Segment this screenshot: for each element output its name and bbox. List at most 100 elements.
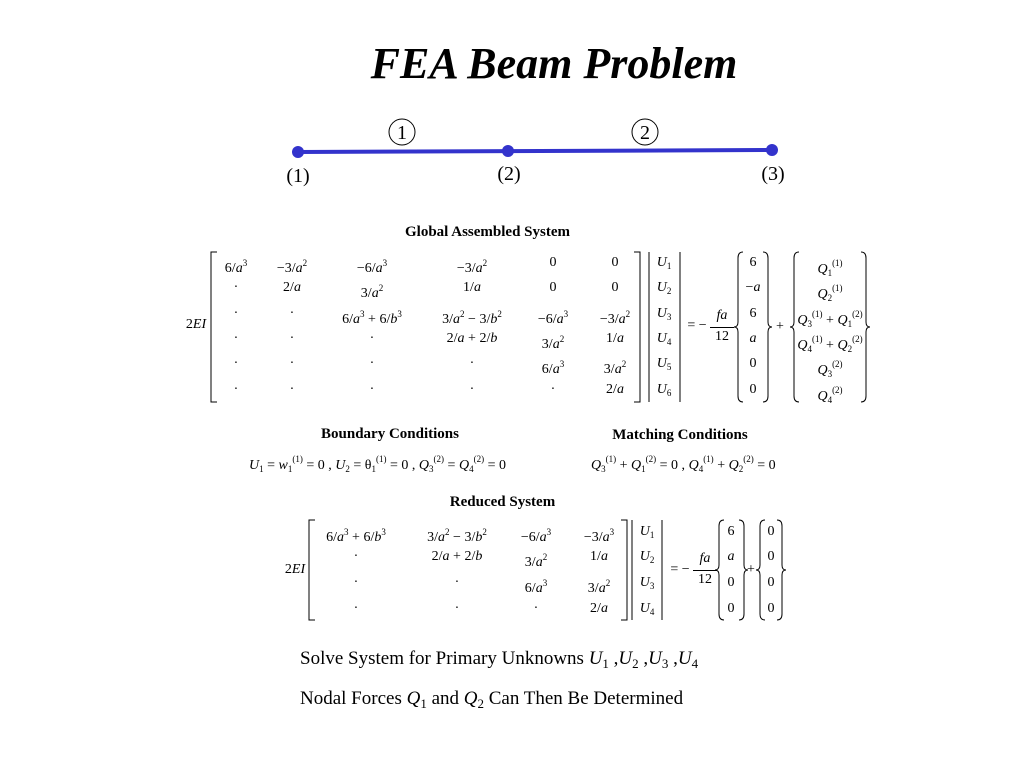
global-matrix-cell: · [289,356,295,371]
global-fraction-denominator: 12 [715,329,729,344]
global-matrix-cell: −3/a2 [599,309,631,327]
reduced-matrix-cell: 3/a2 [524,552,548,570]
global-matrix-cell: 1/a [463,280,481,295]
nodal-forces-statement: Nodal Forces Q1 and Q2 Can Then Be Deter… [300,688,684,711]
global-unknowns-right-bar [679,252,681,402]
global-unknown-cell: U4 [656,331,672,347]
global-matrix-cell: · [233,331,239,346]
global-equals-sign: = − [687,318,707,333]
nodal-forces-text-b: Can Then Be Determined [488,688,684,709]
reduced-matrix-cell: 2/a + 2/b [431,549,483,564]
reduced-zero-cell: 0 [767,601,775,616]
global-matrix-cell: · [469,382,475,397]
node-1-marker [292,146,304,158]
reduced-unknowns-right-bar [661,520,663,620]
reduced-zero-left-brace [755,519,766,621]
global-matrix-cell: 6/a3 [224,258,248,276]
global-q-cell: Q4(2) [817,385,843,405]
reduced-factor-2ei: 2EI [284,562,306,577]
reduced-unknown-cell: U2 [639,549,655,565]
reduced-load-right-brace [738,519,749,621]
global-matrix-cell: · [369,331,375,346]
node-2-marker [502,145,514,157]
reduced-unknown-cell: U1 [639,524,655,540]
element-2-circle [631,118,659,146]
global-matrix-cell: 2/a [606,382,624,397]
reduced-matrix-left-bracket [308,519,315,621]
reduced-unknowns-left-bar [631,520,633,620]
global-load-cell: −a [745,280,761,295]
page-title: FEA Beam Problem [370,39,738,88]
global-matrix-cell: −3/a2 [456,258,488,276]
reduced-matrix-cell: 6/a3 + 6/b3 [326,527,386,545]
boundary-conditions-heading: Boundary Conditions [321,426,459,442]
global-q-cell: Q3(1) + Q1(2) [797,309,863,329]
global-unknown-cell: U3 [656,306,672,322]
global-load-cell: 0 [749,356,757,371]
global-matrix-cell: · [233,356,239,371]
reduced-matrix-cell: 2/a [590,601,608,616]
global-system-heading: Global Assembled System [404,224,570,240]
global-load-cell: 6 [749,255,757,270]
global-q-left-brace [789,251,800,403]
reduced-matrix-cell: · [454,601,460,616]
global-matrix-cell: · [233,306,239,321]
global-fraction-numerator: fa [716,308,728,323]
matching-conditions-equation: Q3(1) + Q1(2) = 0 , Q4(1) + Q2(2) = 0 [591,454,776,474]
global-q-cell: Q1(1) [817,258,843,278]
global-matrix-cell: · [233,280,239,295]
global-load-cell: a [749,331,757,346]
nodal-forces-text-a: Nodal Forces [300,688,402,709]
global-fraction-bar [710,327,734,328]
reduced-matrix-cell: −6/a3 [520,527,552,545]
global-matrix-cell: 3/a2 [360,283,384,301]
beam-line [297,148,773,154]
reduced-system-heading: Reduced System [449,494,556,510]
global-factor-2ei: 2EI [185,317,207,332]
reduced-fraction-bar [693,570,717,571]
reduced-matrix-right-bracket [621,519,628,621]
element-2-label: 2 [640,122,650,144]
global-unknowns-left-bar [648,252,650,402]
reduced-fraction-numerator: fa [699,551,711,566]
global-q-cell: Q4(1) + Q2(2) [797,334,863,354]
solve-statement: Solve System for Primary Unknowns U1 ,U2… [300,648,699,671]
global-matrix-cell: 2/a + 2/b [446,331,498,346]
global-unknown-cell: U6 [656,382,672,398]
global-matrix-cell: 0 [549,280,557,295]
global-matrix-cell: · [550,382,556,397]
global-load-cell: 6 [749,306,757,321]
node-1-label: (1) [286,165,309,187]
reduced-matrix-cell: −3/a3 [583,527,615,545]
global-matrix-cell: · [289,306,295,321]
beam-diagram: 1 2 (1) (2) (3) [286,118,785,187]
reduced-load-left-brace [714,519,725,621]
global-matrix-cell: 1/a [606,331,624,346]
global-matrix-cell: 0 [611,255,619,270]
node-3-label: (3) [761,163,784,185]
global-matrix-cell: 3/a2 − 3/b2 [442,309,502,327]
reduced-matrix-cell: 3/a2 − 3/b2 [427,527,487,545]
reduced-equals-sign: = − [670,562,690,577]
global-matrix-cell: 2/a [283,280,301,295]
global-unknown-cell: U1 [656,255,672,271]
element-1-circle [388,118,416,146]
reduced-fraction-denominator: 12 [698,572,712,587]
global-matrix-cell: · [289,382,295,397]
global-matrix-cell: · [369,382,375,397]
global-unknown-cell: U2 [656,280,672,296]
reduced-matrix-cell: · [353,549,359,564]
reduced-zero-cell: 0 [767,575,775,590]
global-matrix-cell: · [289,331,295,346]
global-matrix-cell: −6/a3 [537,309,569,327]
reduced-matrix-cell: 6/a3 [524,578,548,596]
global-load-cell: 0 [749,382,757,397]
global-matrix-cell: −6/a3 [356,258,388,276]
global-matrix-cell: 3/a2 [603,359,627,377]
global-matrix-cell: 0 [611,280,619,295]
global-matrix-cell: · [469,356,475,371]
reduced-load-cell: 0 [727,575,735,590]
global-matrix-cell: 0 [549,255,557,270]
